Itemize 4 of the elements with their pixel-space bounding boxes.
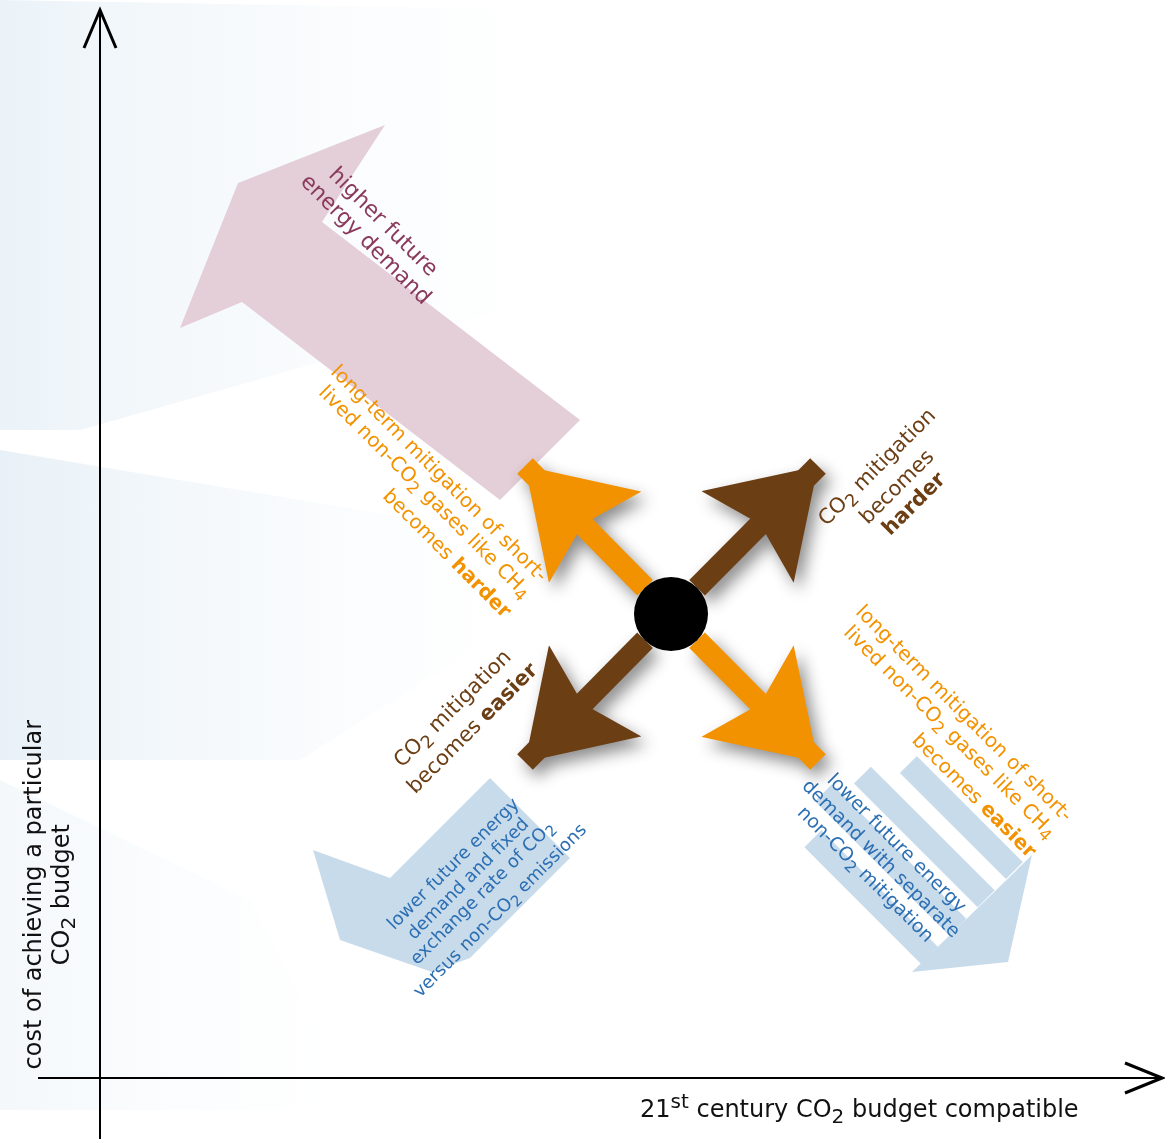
arrow — [689, 632, 826, 770]
arrow — [517, 632, 653, 770]
arrow — [689, 458, 826, 596]
axis-title: 21$^{st}$ century CO$_{2}$ budget compatible — [640, 1090, 1080, 1128]
